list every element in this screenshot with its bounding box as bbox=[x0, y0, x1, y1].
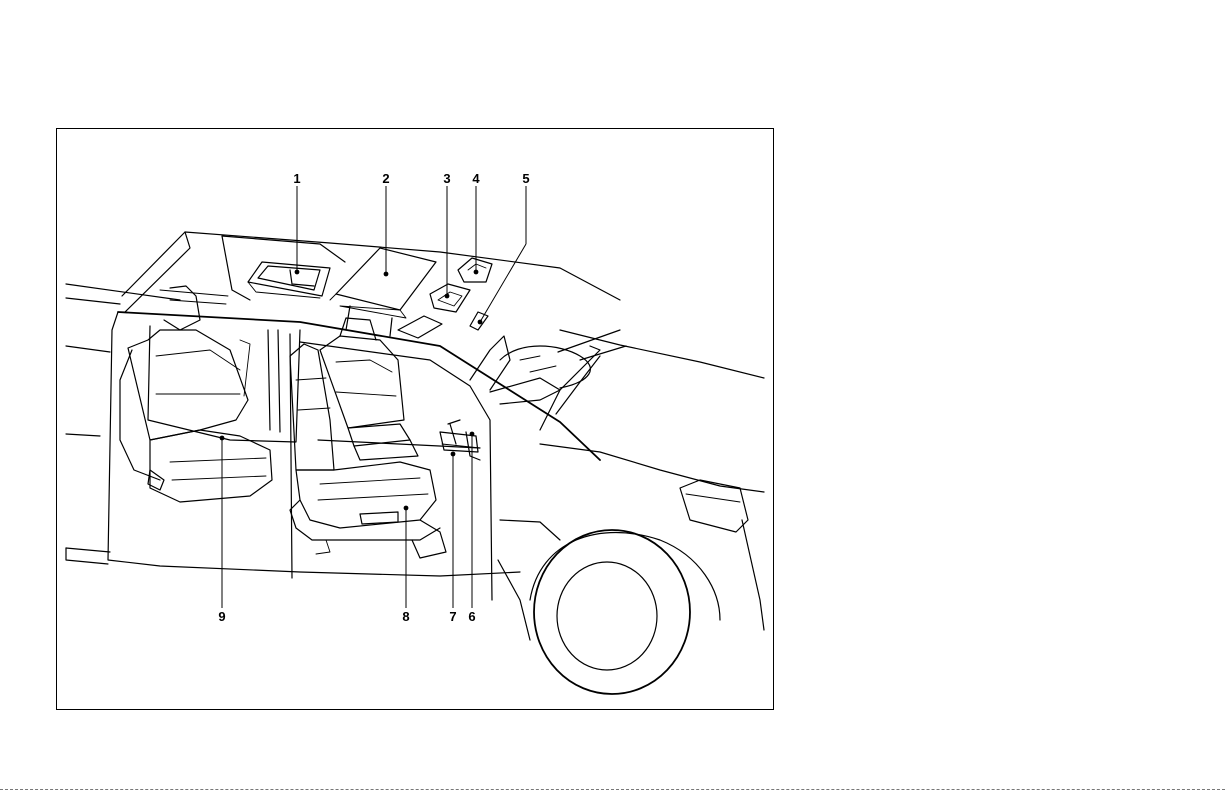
callout-6: 6 bbox=[468, 609, 475, 624]
front-wheel bbox=[530, 530, 720, 694]
page-bottom-rule bbox=[0, 789, 1225, 790]
leader-lines bbox=[220, 186, 526, 608]
visor-clip bbox=[398, 312, 488, 338]
map-light bbox=[430, 284, 470, 312]
overhead-console bbox=[248, 262, 330, 298]
callout-9: 9 bbox=[218, 609, 225, 624]
center-console bbox=[348, 420, 480, 460]
callout-1: 1 bbox=[293, 171, 300, 186]
callout-3: 3 bbox=[443, 171, 450, 186]
callout-2: 2 bbox=[382, 171, 389, 186]
callout-4: 4 bbox=[472, 171, 480, 186]
sunroof-panel bbox=[330, 248, 436, 336]
callout-7: 7 bbox=[449, 609, 456, 624]
front-seat bbox=[320, 318, 404, 428]
callout-8: 8 bbox=[402, 609, 409, 624]
passenger-seat bbox=[290, 344, 446, 558]
callout-5: 5 bbox=[522, 171, 529, 186]
